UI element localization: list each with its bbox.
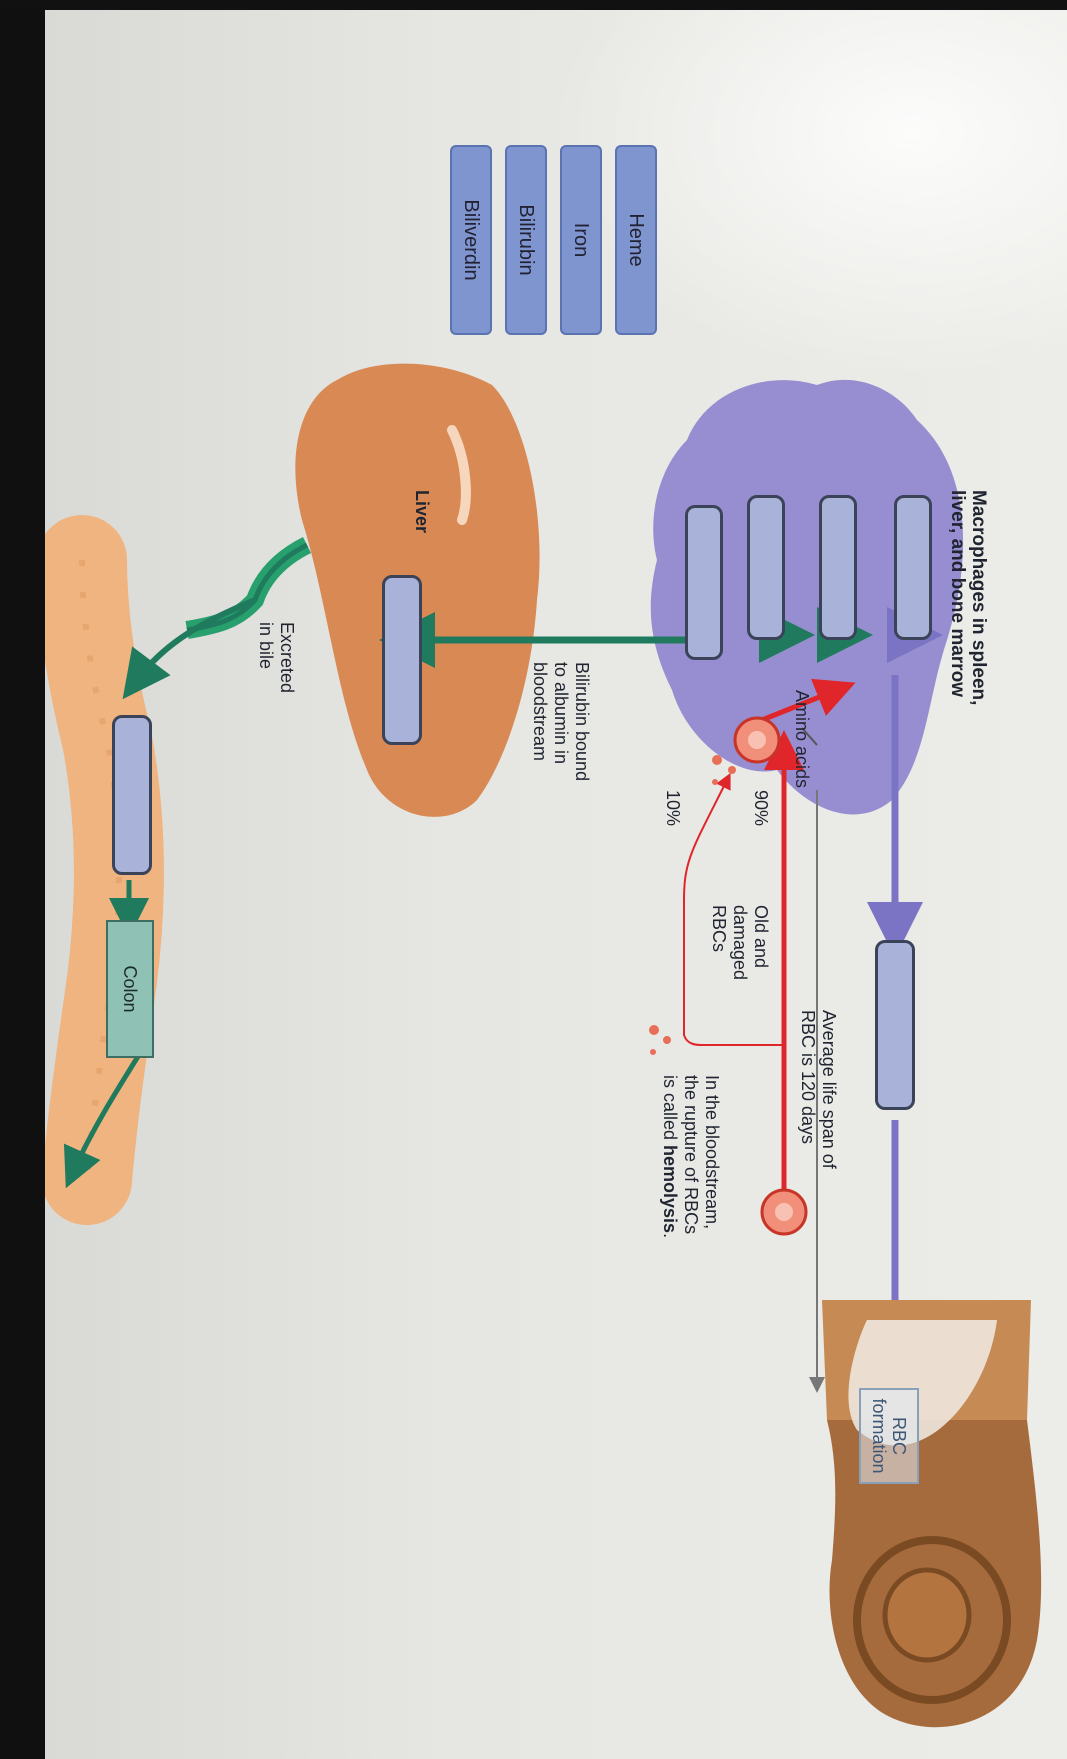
rbc-fragments: [649, 755, 736, 1055]
liver-highlight: [447, 425, 471, 525]
photo-screen: Heme Iron Bilirubin Biliverdin Macrophag…: [45, 0, 1067, 1759]
excreted-in-bile-label: Excreted in bile: [256, 622, 297, 694]
monitor-bezel-left: [0, 0, 45, 1759]
drop-target-liver[interactable]: [382, 575, 422, 745]
rbc-lifecycle-diagram: Heme Iron Bilirubin Biliverdin Macrophag…: [45, 0, 1067, 1759]
word-chip-bilirubin[interactable]: Bilirubin: [505, 145, 547, 335]
drop-target-macrophage-2[interactable]: [819, 495, 857, 640]
liver-label: Liver: [412, 490, 432, 534]
diagram-shapes: [45, 363, 1042, 1728]
amino-acids-label: Amino acids: [792, 690, 812, 789]
monitor-bezel-top: [0, 0, 1067, 10]
macrophage-blob: [650, 379, 963, 815]
drop-target-macrophage-4[interactable]: [685, 505, 723, 660]
pct-10-label: 10%: [663, 790, 683, 827]
rbc-formation-label: RBC formation: [859, 1388, 919, 1484]
bone-image: [822, 1300, 1042, 1728]
macrophages-label: Macrophages in spleen, liver, and bone m…: [947, 490, 989, 706]
word-chip-iron[interactable]: Iron: [560, 145, 602, 335]
word-chip-biliverdin[interactable]: Biliverdin: [450, 145, 492, 335]
hemolysis-note: In the bloodstream, the rupture of RBCs …: [660, 1075, 722, 1239]
hemolysis-term: hemolysis: [660, 1145, 680, 1234]
rotated-canvas: Heme Iron Bilirubin Biliverdin Macrophag…: [45, 0, 1067, 1759]
lifespan-label: Average life span of RBC is 120 days: [798, 1010, 839, 1169]
colon-label: Colon: [106, 920, 154, 1058]
pct-90-label: 90%: [751, 790, 771, 827]
drop-target-intestine[interactable]: [112, 715, 152, 875]
drop-target-iron-path[interactable]: [875, 940, 915, 1110]
word-chip-heme[interactable]: Heme: [615, 145, 657, 335]
old-damaged-rbcs-label: Old and damaged RBCs: [709, 905, 771, 981]
drop-target-macrophage-3[interactable]: [747, 495, 785, 640]
drop-target-macrophage-1[interactable]: [894, 495, 932, 640]
bilirubin-bound-label: Bilirubin bound to albumin in bloodstrea…: [530, 662, 592, 782]
